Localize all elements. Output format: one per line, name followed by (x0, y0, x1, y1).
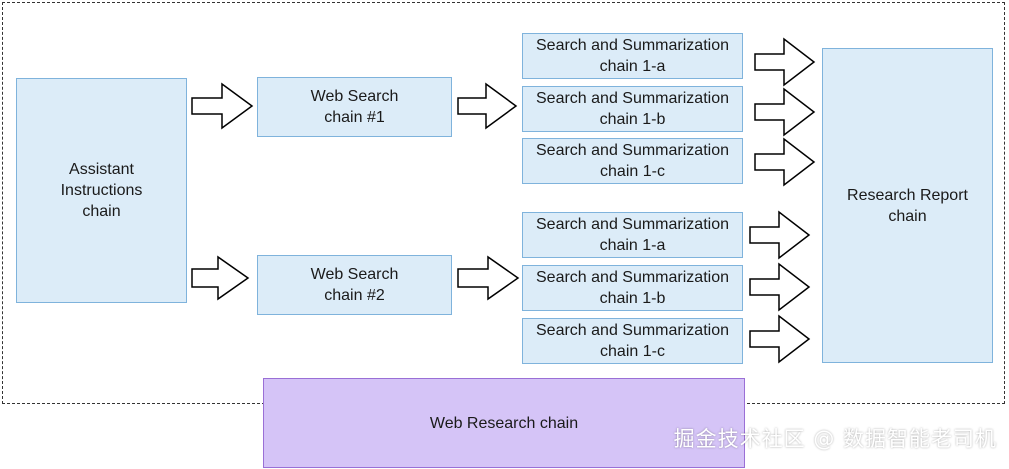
arrow-1c-bottom-to-report (749, 314, 811, 364)
web-research-chain-node: Web Research chain (263, 378, 745, 468)
summarization-1c-top-node: Search and Summarization chain 1-c (522, 138, 743, 184)
arrow-1b-bottom-to-report (749, 262, 811, 312)
node-label: Research Report chain (847, 186, 968, 225)
summarization-1a-top-node: Search and Summarization chain 1-a (522, 33, 743, 79)
watermark: 掘金技术社区 @ 数据智能老司机 (673, 427, 997, 451)
arrow-assistant-to-search-2 (191, 255, 250, 301)
summarization-1c-bottom-node: Search and Summarization chain 1-c (522, 318, 743, 364)
research-report-node: Research Report chain (822, 48, 993, 363)
arrow-1a-bottom-to-report (749, 210, 811, 260)
summarization-1a-bottom-node: Search and Summarization chain 1-a (522, 212, 743, 258)
arrow-1c-top-to-report (754, 137, 816, 187)
node-label: Web Research chain (429, 414, 579, 432)
node-label: Web Search chain #2 (310, 266, 399, 304)
summarization-1b-bottom-node: Search and Summarization chain 1-b (522, 265, 743, 311)
summarization-1b-top-node: Search and Summarization chain 1-b (522, 86, 743, 132)
arrow-search-1-to-summarization (457, 82, 518, 130)
node-label: Search and Summarization chain 1-b (536, 269, 729, 307)
arrow-assistant-to-search-1 (191, 82, 254, 130)
node-label: Search and Summarization chain 1-a (536, 37, 729, 75)
arrow-search-2-to-summarization (457, 255, 520, 301)
arrow-1b-top-to-report (754, 87, 816, 137)
assistant-instructions-node: Assistant Instructions chain (16, 78, 187, 303)
node-label: Search and Summarization chain 1-a (536, 216, 729, 254)
node-label: Search and Summarization chain 1-b (536, 90, 729, 128)
web-search-chain-1-node: Web Search chain #1 (257, 77, 452, 137)
node-label: Search and Summarization chain 1-c (536, 322, 729, 360)
node-label: Web Search chain #1 (310, 88, 399, 126)
node-label: Assistant Instructions chain (60, 161, 143, 220)
web-search-chain-2-node: Web Search chain #2 (257, 255, 452, 315)
node-label: Search and Summarization chain 1-c (536, 142, 729, 180)
arrow-1a-top-to-report (754, 37, 816, 87)
